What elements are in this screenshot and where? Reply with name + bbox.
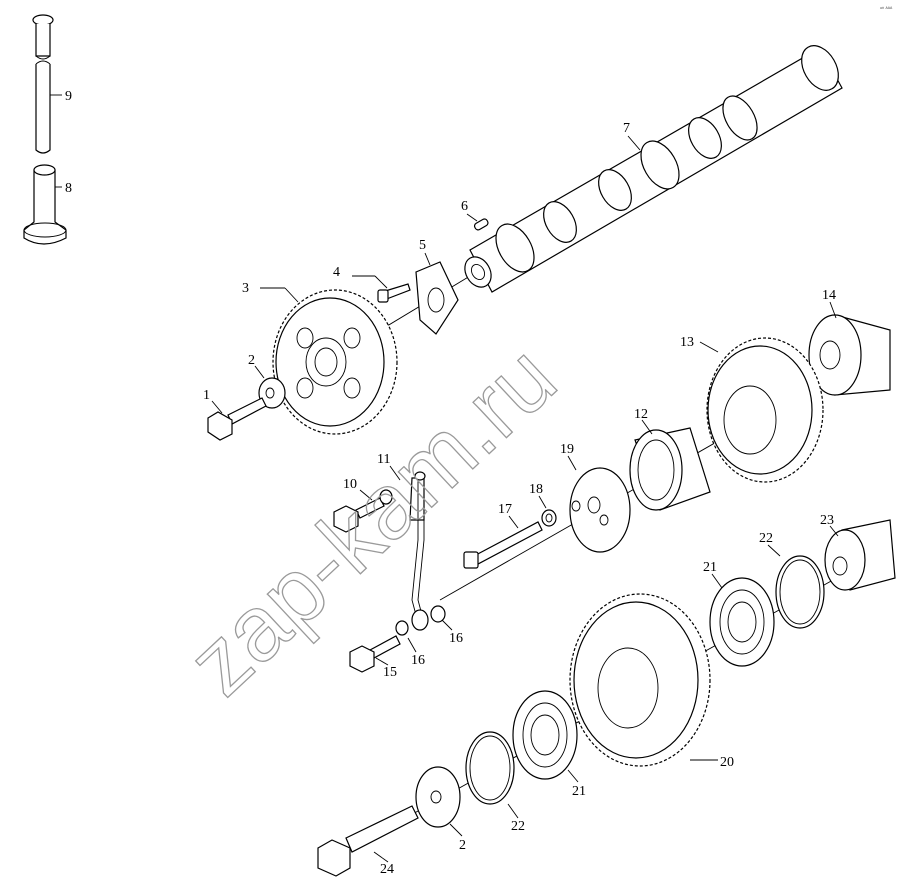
leader-lines	[211, 135, 839, 863]
callout-labels: 9 8 7 6 5 4 3 2 1 14 13 12 11 10 19 18 1…	[65, 89, 836, 877]
callout-19: 19	[560, 442, 574, 457]
gear-bushing	[629, 427, 711, 511]
shaft-bolt	[317, 805, 419, 877]
camshaft-gear	[272, 289, 398, 435]
callout-14: 14	[822, 288, 836, 303]
snap-ring-upper	[775, 555, 825, 629]
washer-upper	[258, 377, 286, 409]
callout-3: 3	[242, 281, 249, 296]
callout-17: 17	[498, 502, 512, 517]
callout-6: 6	[461, 199, 468, 214]
thrust-flange	[415, 261, 459, 335]
drive-shaft-end	[824, 519, 896, 591]
lower-tube-fitting	[349, 605, 446, 673]
bearing-upper	[709, 577, 775, 667]
flange-bolt	[377, 283, 411, 303]
oil-tube	[409, 471, 426, 616]
washer-lower	[415, 766, 461, 828]
callout-9: 9	[65, 89, 72, 104]
tube-bolt	[333, 489, 393, 533]
callout-18: 18	[529, 482, 543, 497]
callout-7: 7	[623, 121, 630, 136]
snap-ring-lower	[465, 731, 515, 805]
camshaft	[464, 45, 843, 293]
callout-13: 13	[680, 335, 694, 350]
bearing-lower	[512, 690, 578, 780]
push-rod	[32, 14, 62, 154]
axle-plate	[569, 467, 631, 553]
callout-16-right: 16	[449, 631, 463, 646]
gear-bolt	[207, 397, 267, 441]
woodruff-key	[473, 218, 489, 231]
callout-10: 10	[343, 477, 357, 492]
callout-16-left: 16	[411, 653, 425, 668]
callout-21-upper: 21	[703, 560, 717, 575]
intermediate-gear	[706, 337, 824, 483]
callout-1: 1	[203, 388, 210, 403]
callout-22-upper: 22	[759, 531, 773, 546]
callout-23: 23	[820, 513, 834, 528]
callout-4: 4	[333, 265, 340, 280]
callout-20: 20	[720, 755, 734, 770]
tappet	[23, 164, 67, 245]
callout-5: 5	[419, 238, 426, 253]
callout-24: 24	[380, 862, 394, 877]
callout-12: 12	[634, 407, 648, 422]
drive-gear	[569, 593, 711, 767]
callout-15: 15	[383, 665, 397, 680]
callout-11: 11	[377, 452, 390, 467]
callout-2-upper: 2	[248, 353, 255, 368]
corner-mark: ᵃᵗᵗ ᴬᴬᴬ	[880, 6, 893, 12]
callout-2-lower: 2	[459, 838, 466, 853]
callout-8: 8	[65, 181, 72, 196]
long-bolt	[463, 521, 543, 569]
callout-21-lower: 21	[572, 784, 586, 799]
shaft-sleeve	[808, 314, 891, 396]
small-washer	[541, 509, 557, 527]
callout-22-lower: 22	[511, 819, 525, 834]
